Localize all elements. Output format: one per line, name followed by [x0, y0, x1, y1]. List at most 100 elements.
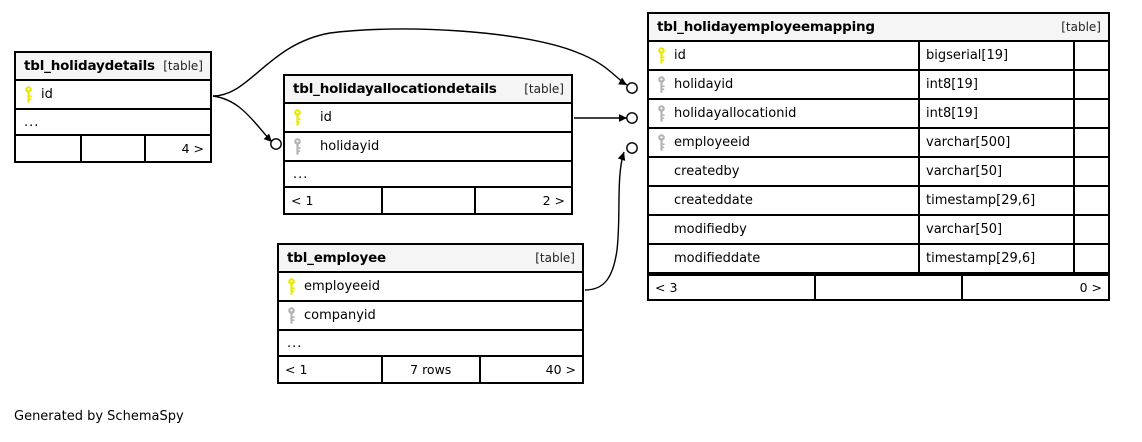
footer-row-count	[814, 276, 961, 299]
more-columns-indicator: ...	[285, 162, 571, 188]
table-row[interactable]: holidayid	[285, 133, 571, 162]
column-cell: id	[649, 42, 918, 69]
column-type: varchar[50]	[918, 216, 1073, 243]
footer-child-count[interactable]: 2 >	[473, 188, 571, 213]
key-icon	[294, 138, 301, 155]
table-row[interactable]: createdby varchar[50]	[649, 158, 1108, 187]
table-row[interactable]: id	[16, 81, 210, 110]
column-cell: holidayid	[649, 71, 918, 98]
optional-marker	[626, 112, 638, 124]
table-row[interactable]: id	[285, 104, 571, 133]
column-type: varchar[500]	[918, 129, 1073, 156]
column-name: modifieddate	[674, 251, 761, 266]
column-type: int8[19]	[918, 100, 1073, 127]
column-cell: employeeid	[649, 129, 918, 156]
table-header: tbl_holidaydetails [table]	[16, 53, 210, 81]
column-extra	[1073, 158, 1108, 185]
table-footer: 4 >	[16, 136, 210, 161]
key-icon	[288, 307, 295, 324]
table-title: tbl_holidaydetails	[24, 58, 155, 74]
table-tbl_holidayemployeemapping[interactable]: tbl_holidayemployeemapping [table] id bi…	[647, 12, 1110, 301]
diagram-caption: Generated by SchemaSpy	[14, 409, 184, 424]
footer-parent-count[interactable]	[16, 136, 80, 161]
column-extra	[1073, 216, 1108, 243]
optional-marker	[626, 82, 638, 94]
key-icon	[658, 76, 665, 93]
column-cell: modifiedby	[649, 216, 918, 243]
column-cell: holidayallocationid	[649, 100, 918, 127]
column-name: employeeid	[674, 135, 751, 150]
table-header: tbl_holidayallocationdetails [table]	[285, 76, 571, 104]
edge-holidaydetails-to-allocation-holidayid	[212, 95, 273, 143]
table-type-tag: [table]	[1061, 20, 1101, 34]
key-icon	[658, 134, 665, 151]
column-extra	[1073, 71, 1108, 98]
table-type-tag: [table]	[163, 59, 203, 73]
column-type: varchar[50]	[918, 158, 1073, 185]
table-row[interactable]: employeeid	[279, 273, 582, 302]
column-name: createddate	[674, 193, 753, 208]
column-cell: employeeid	[279, 273, 582, 300]
column-name: createdby	[674, 164, 740, 179]
column-extra	[1073, 100, 1108, 127]
edge-employee-to-mapping-employeeid	[584, 151, 626, 291]
column-name: companyid	[304, 308, 376, 323]
table-row[interactable]: holidayid int8[19]	[649, 71, 1108, 100]
column-name: holidayid	[320, 139, 380, 154]
table-tbl_holidaydetails[interactable]: tbl_holidaydetails [table] id ... 4 >	[14, 51, 212, 163]
footer-child-count[interactable]: 0 >	[961, 276, 1108, 299]
key-icon	[288, 278, 295, 295]
more-columns-indicator: ...	[16, 110, 210, 136]
footer-child-count[interactable]: 40 >	[478, 357, 582, 382]
table-tbl_employee[interactable]: tbl_employee [table] employeeid	[277, 243, 584, 384]
table-row[interactable]: id bigserial[19]	[649, 42, 1108, 71]
column-cell: id	[285, 104, 571, 131]
key-icon	[658, 105, 665, 122]
column-type: int8[19]	[918, 71, 1073, 98]
column-extra	[1073, 187, 1108, 214]
column-extra	[1073, 245, 1108, 272]
table-footer: < 3 0 >	[649, 274, 1108, 299]
table-row[interactable]: modifieddate timestamp[29,6]	[649, 245, 1108, 274]
footer-parent-count[interactable]: < 3	[655, 280, 678, 295]
column-extra	[1073, 129, 1108, 156]
footer-row-count	[380, 188, 474, 213]
table-row[interactable]: employeeid varchar[500]	[649, 129, 1108, 158]
table-header: tbl_holidayemployeemapping [table]	[649, 14, 1108, 42]
column-type: timestamp[29,6]	[918, 245, 1073, 272]
footer-row-count	[80, 136, 144, 161]
key-icon	[25, 86, 32, 103]
column-cell: id	[16, 81, 210, 108]
table-row[interactable]: companyid	[279, 302, 582, 331]
column-type: timestamp[29,6]	[918, 187, 1073, 214]
column-extra	[1073, 42, 1108, 69]
column-name: holidayallocationid	[674, 106, 797, 121]
table-row[interactable]: modifiedby varchar[50]	[649, 216, 1108, 245]
column-name: employeeid	[304, 279, 381, 294]
table-tbl_holidayallocationdetails[interactable]: tbl_holidayallocationdetails [table] id	[283, 74, 573, 215]
table-title: tbl_holidayemployeemapping	[657, 19, 875, 35]
table-header: tbl_employee [table]	[279, 245, 582, 273]
footer-row-count: 7 rows	[380, 357, 479, 382]
column-cell: modifieddate	[649, 245, 918, 272]
table-title: tbl_employee	[287, 250, 386, 266]
column-cell: holidayid	[285, 133, 571, 160]
column-name: id	[674, 48, 686, 63]
footer-parent-count[interactable]: < 1	[285, 362, 308, 377]
table-type-tag: [table]	[535, 251, 575, 265]
footer-child-count[interactable]: 4 >	[144, 136, 210, 161]
table-row[interactable]: holidayallocationid int8[19]	[649, 100, 1108, 129]
more-columns-indicator: ...	[279, 331, 582, 357]
optional-marker	[626, 142, 638, 154]
key-icon	[294, 109, 301, 126]
key-icon	[658, 47, 665, 64]
table-row[interactable]: createddate timestamp[29,6]	[649, 187, 1108, 216]
column-type: bigserial[19]	[918, 42, 1073, 69]
table-type-tag: [table]	[524, 82, 564, 96]
footer-parent-count[interactable]: < 1	[291, 193, 314, 208]
column-name: id	[320, 110, 332, 125]
optional-marker	[270, 138, 282, 150]
table-title: tbl_holidayallocationdetails	[293, 81, 497, 97]
column-name: holidayid	[674, 77, 734, 92]
